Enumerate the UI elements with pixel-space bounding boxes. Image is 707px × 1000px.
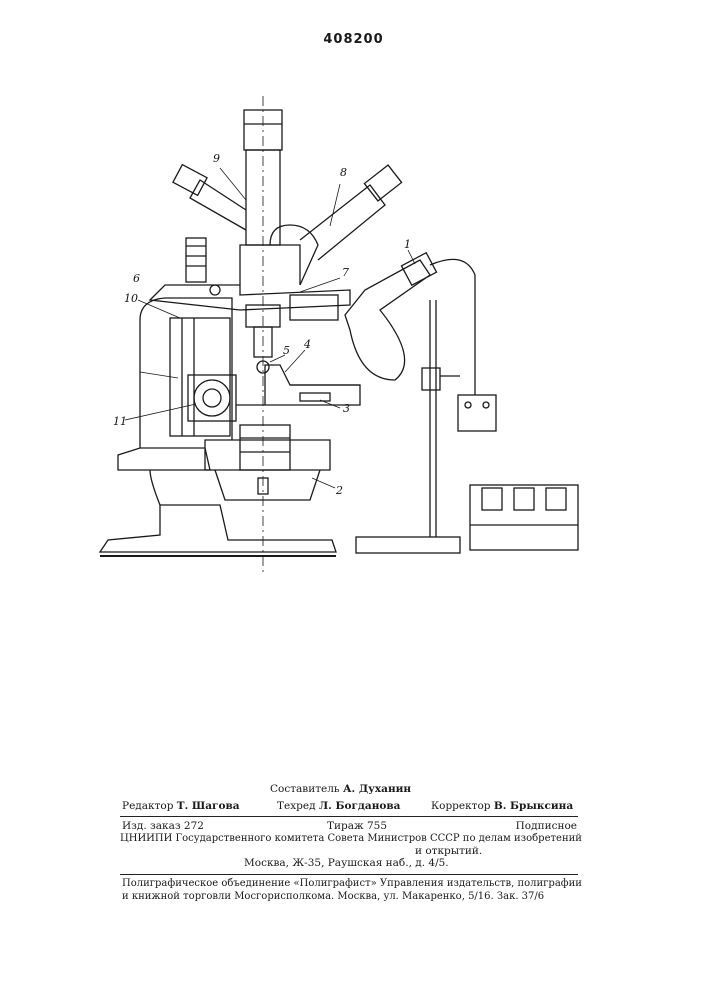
compiler-name: А. Духанин: [343, 783, 411, 795]
compiler-label: Составитель: [270, 783, 340, 795]
fig-label-10: 10: [124, 292, 138, 305]
fig-label-4: 4: [303, 338, 311, 351]
techred-name: Л. Богданова: [319, 800, 401, 812]
imprint-rule-bottom: [120, 874, 578, 875]
order-text: Изд. заказ 272: [122, 820, 204, 832]
institute-line-1: ЦНИИПИ Государственного комитета Совета …: [120, 833, 582, 844]
fig-label-3: 3: [343, 402, 350, 415]
corrector-label: Корректор: [431, 800, 491, 812]
printer-line-1: Полиграфическое объединение «Полиграфист…: [122, 878, 582, 889]
corrector-line: Корректор В. Брыксина: [431, 800, 573, 812]
subscription-text: Подписное: [470, 820, 577, 832]
circulation-text: Тираж 755: [327, 820, 387, 832]
fig-label-6: 6: [133, 272, 140, 285]
fig-label-11: 11: [113, 415, 127, 428]
compiler-line: Составитель А. Духанин: [270, 783, 411, 795]
techred-label: Техред: [277, 800, 316, 812]
fig-label-5: 5: [283, 344, 290, 357]
fig-label-7: 7: [342, 266, 349, 279]
institute-line-2: и открытий.: [415, 845, 482, 857]
editor-label: Редактор: [122, 800, 173, 812]
figure-labels: 1 2 3 4 5 6 7 8 9 10 11: [0, 0, 707, 600]
printer-line-2: и книжной торговли Мосгорисполкома. Моск…: [122, 891, 544, 902]
fig-label-1: 1: [404, 238, 411, 251]
editor-line: Редактор Т. Шагова: [122, 800, 240, 812]
address-text: Москва, Ж-35, Раушская наб., д. 4/5.: [244, 857, 449, 869]
fig-label-9: 9: [213, 152, 220, 165]
fig-label-2: 2: [335, 484, 343, 497]
corrector-name: В. Брыксина: [494, 800, 573, 812]
fig-label-8: 8: [340, 166, 347, 179]
techred-line: Техред Л. Богданова: [277, 800, 401, 812]
imprint-rule-top: [120, 816, 578, 817]
editor-name: Т. Шагова: [177, 800, 240, 812]
